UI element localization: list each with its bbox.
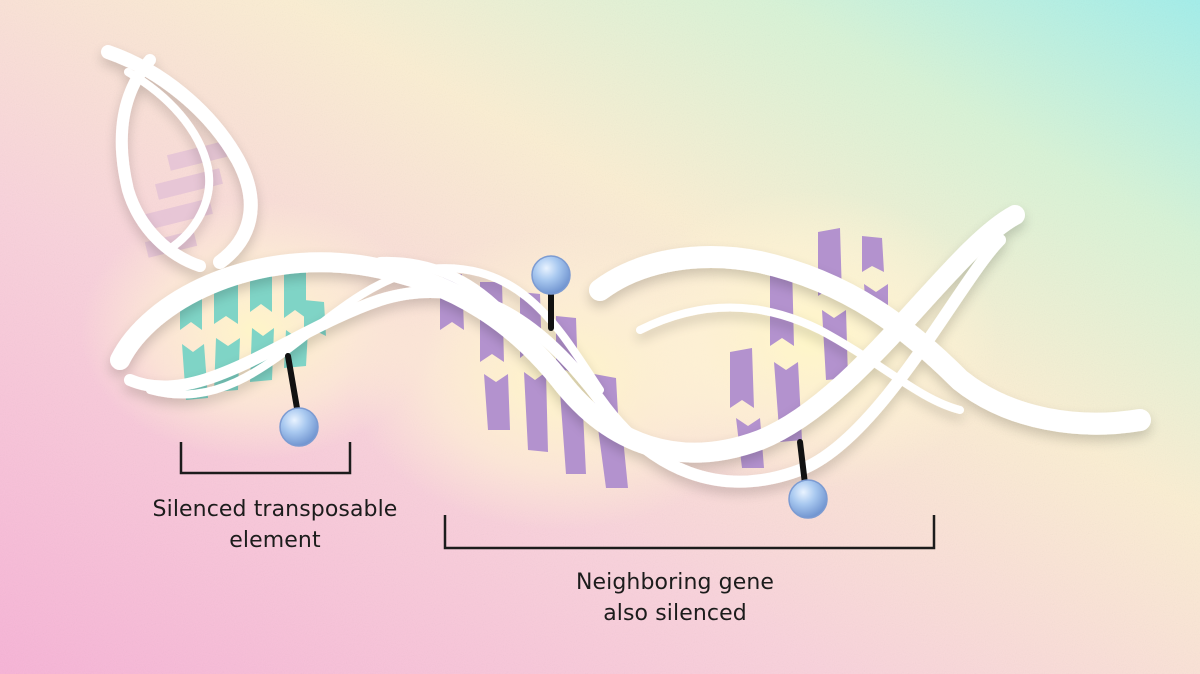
methyl-marker-te <box>279 353 319 447</box>
dna-dna-double-helix-icon <box>101 45 1151 488</box>
neighboring-gene-label: Neighboring gene also silenced <box>515 567 835 629</box>
methyl-group-icon <box>279 407 319 447</box>
transposable-element-label-line-2: element <box>229 528 321 553</box>
transposable-element-label: Silenced transposable element <box>130 494 420 556</box>
methyl-marker-gene-top <box>531 255 571 331</box>
neighboring-gene-label-line-1: Neighboring gene <box>575 570 775 595</box>
methyl-marker-gene-bottom <box>788 439 828 519</box>
bracket-transposable-element <box>179 442 352 475</box>
transposable-element-label-line-1: Silenced transposable <box>152 497 398 522</box>
bracket-neighboring-gene <box>443 515 936 550</box>
methyl-group-icon <box>788 479 828 519</box>
methyl-group-icon <box>531 255 571 295</box>
neighboring-gene-label-line-2: also silenced <box>603 601 747 626</box>
